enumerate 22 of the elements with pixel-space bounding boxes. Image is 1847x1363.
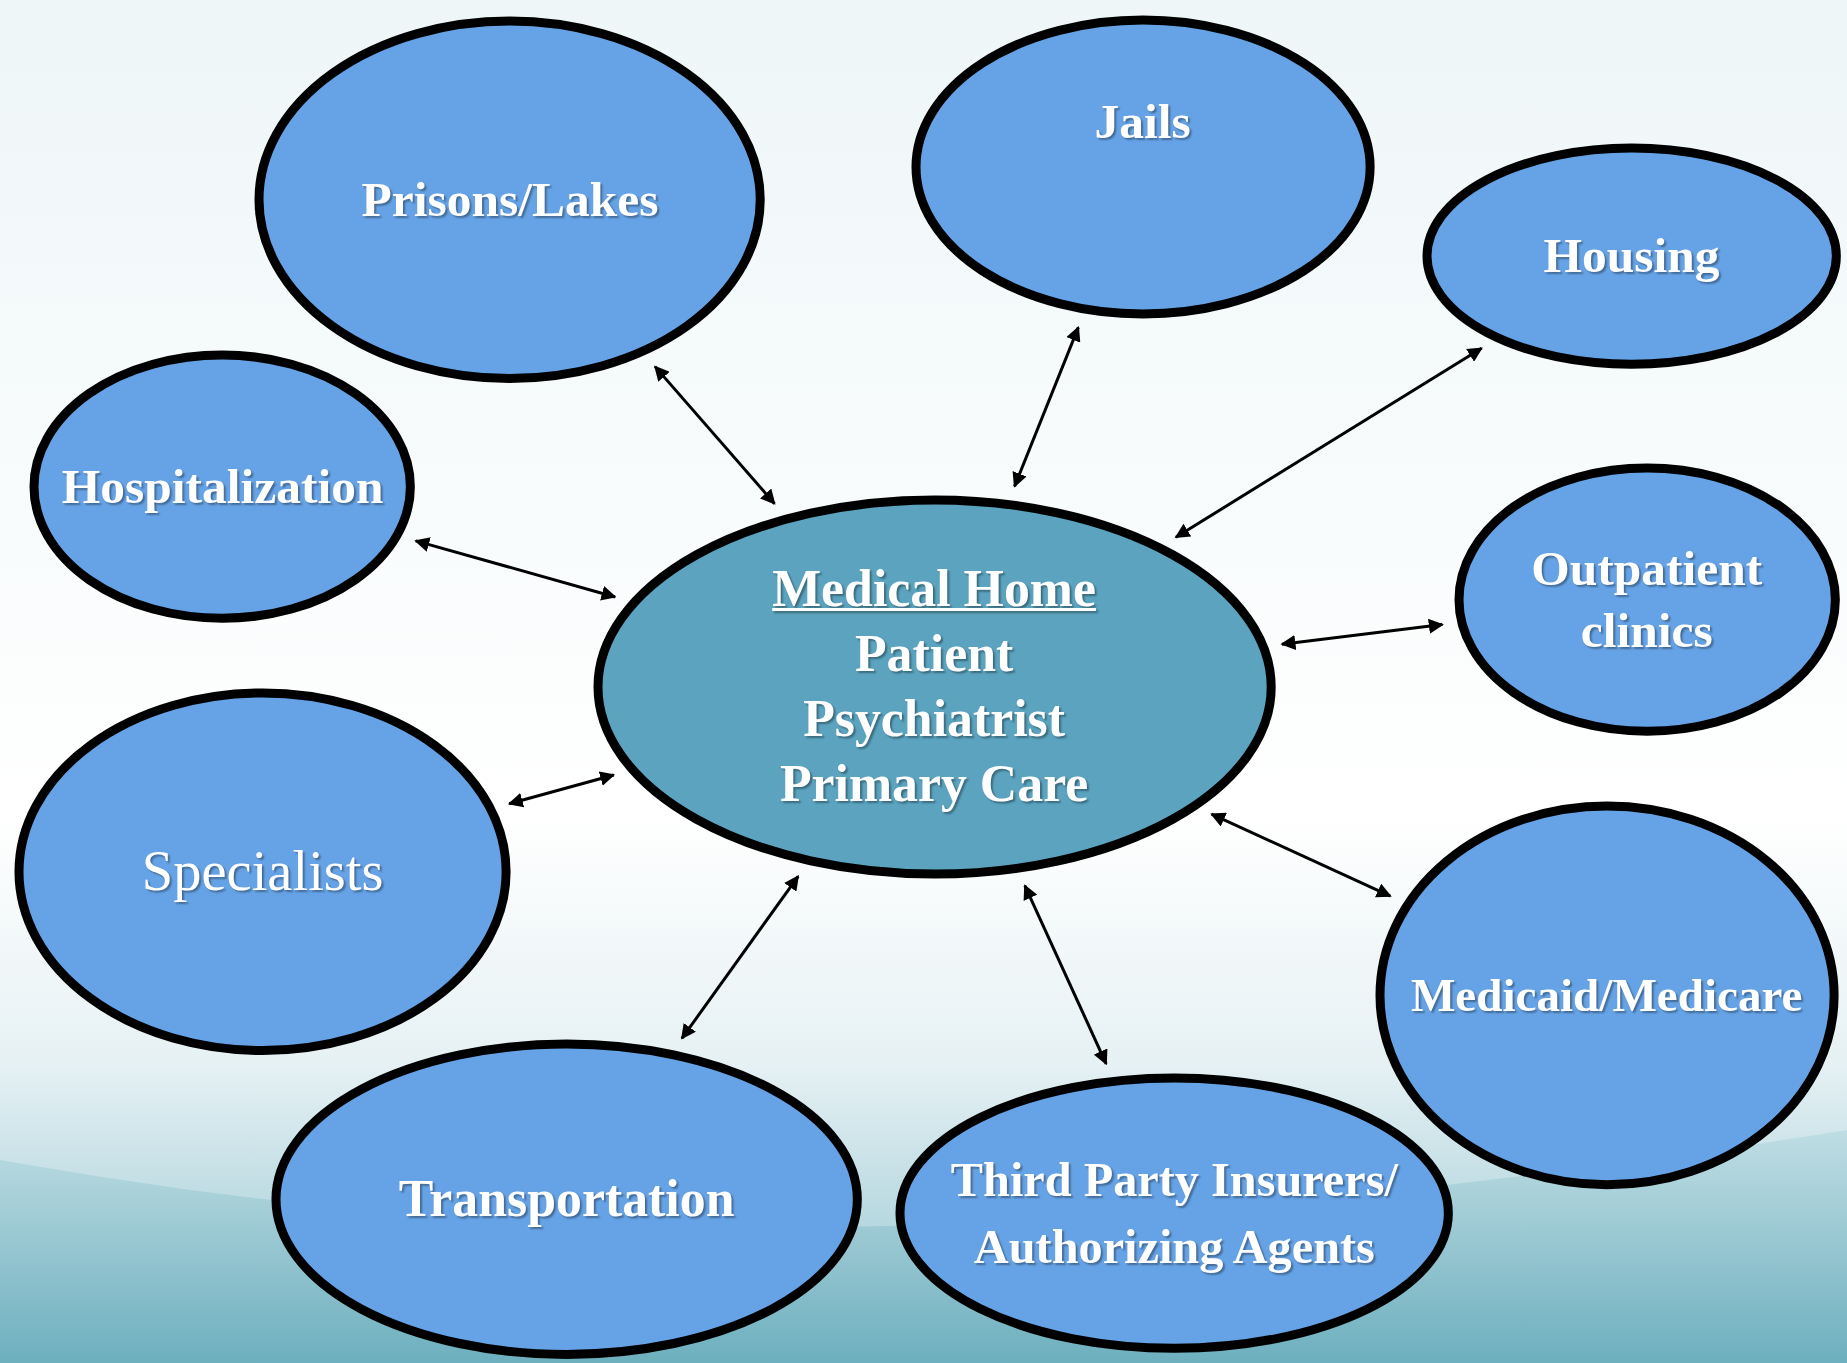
double-arrow <box>1280 618 1444 650</box>
node-label: Specialists <box>141 839 384 905</box>
node-heading: Medical Home <box>772 559 1096 620</box>
node-label: Third Party Insurers/ Authorizing Agents <box>949 1151 1400 1276</box>
double-arrow <box>1023 884 1108 1066</box>
node-label: Housing <box>1543 226 1720 285</box>
double-arrow <box>1210 812 1392 898</box>
node-label: Primary Care <box>779 753 1089 814</box>
node-label: Prisons/Lakes <box>361 171 659 230</box>
node-label: Hospitalization <box>61 457 384 516</box>
node-label: Medicaid/Medicare <box>1410 967 1803 1023</box>
double-arrow <box>680 875 800 1040</box>
node-label: Outpatient clinics <box>1530 539 1764 660</box>
node-label: Patient <box>854 623 1014 684</box>
double-arrow <box>653 365 776 505</box>
double-arrow <box>507 771 616 808</box>
node-label: Transportation <box>398 1168 735 1229</box>
double-arrow <box>1174 347 1483 539</box>
node-label: Jails <box>1094 93 1191 152</box>
double-arrow <box>1012 325 1081 488</box>
node-label: Psychiatrist <box>803 688 1066 749</box>
double-arrow <box>414 537 617 601</box>
